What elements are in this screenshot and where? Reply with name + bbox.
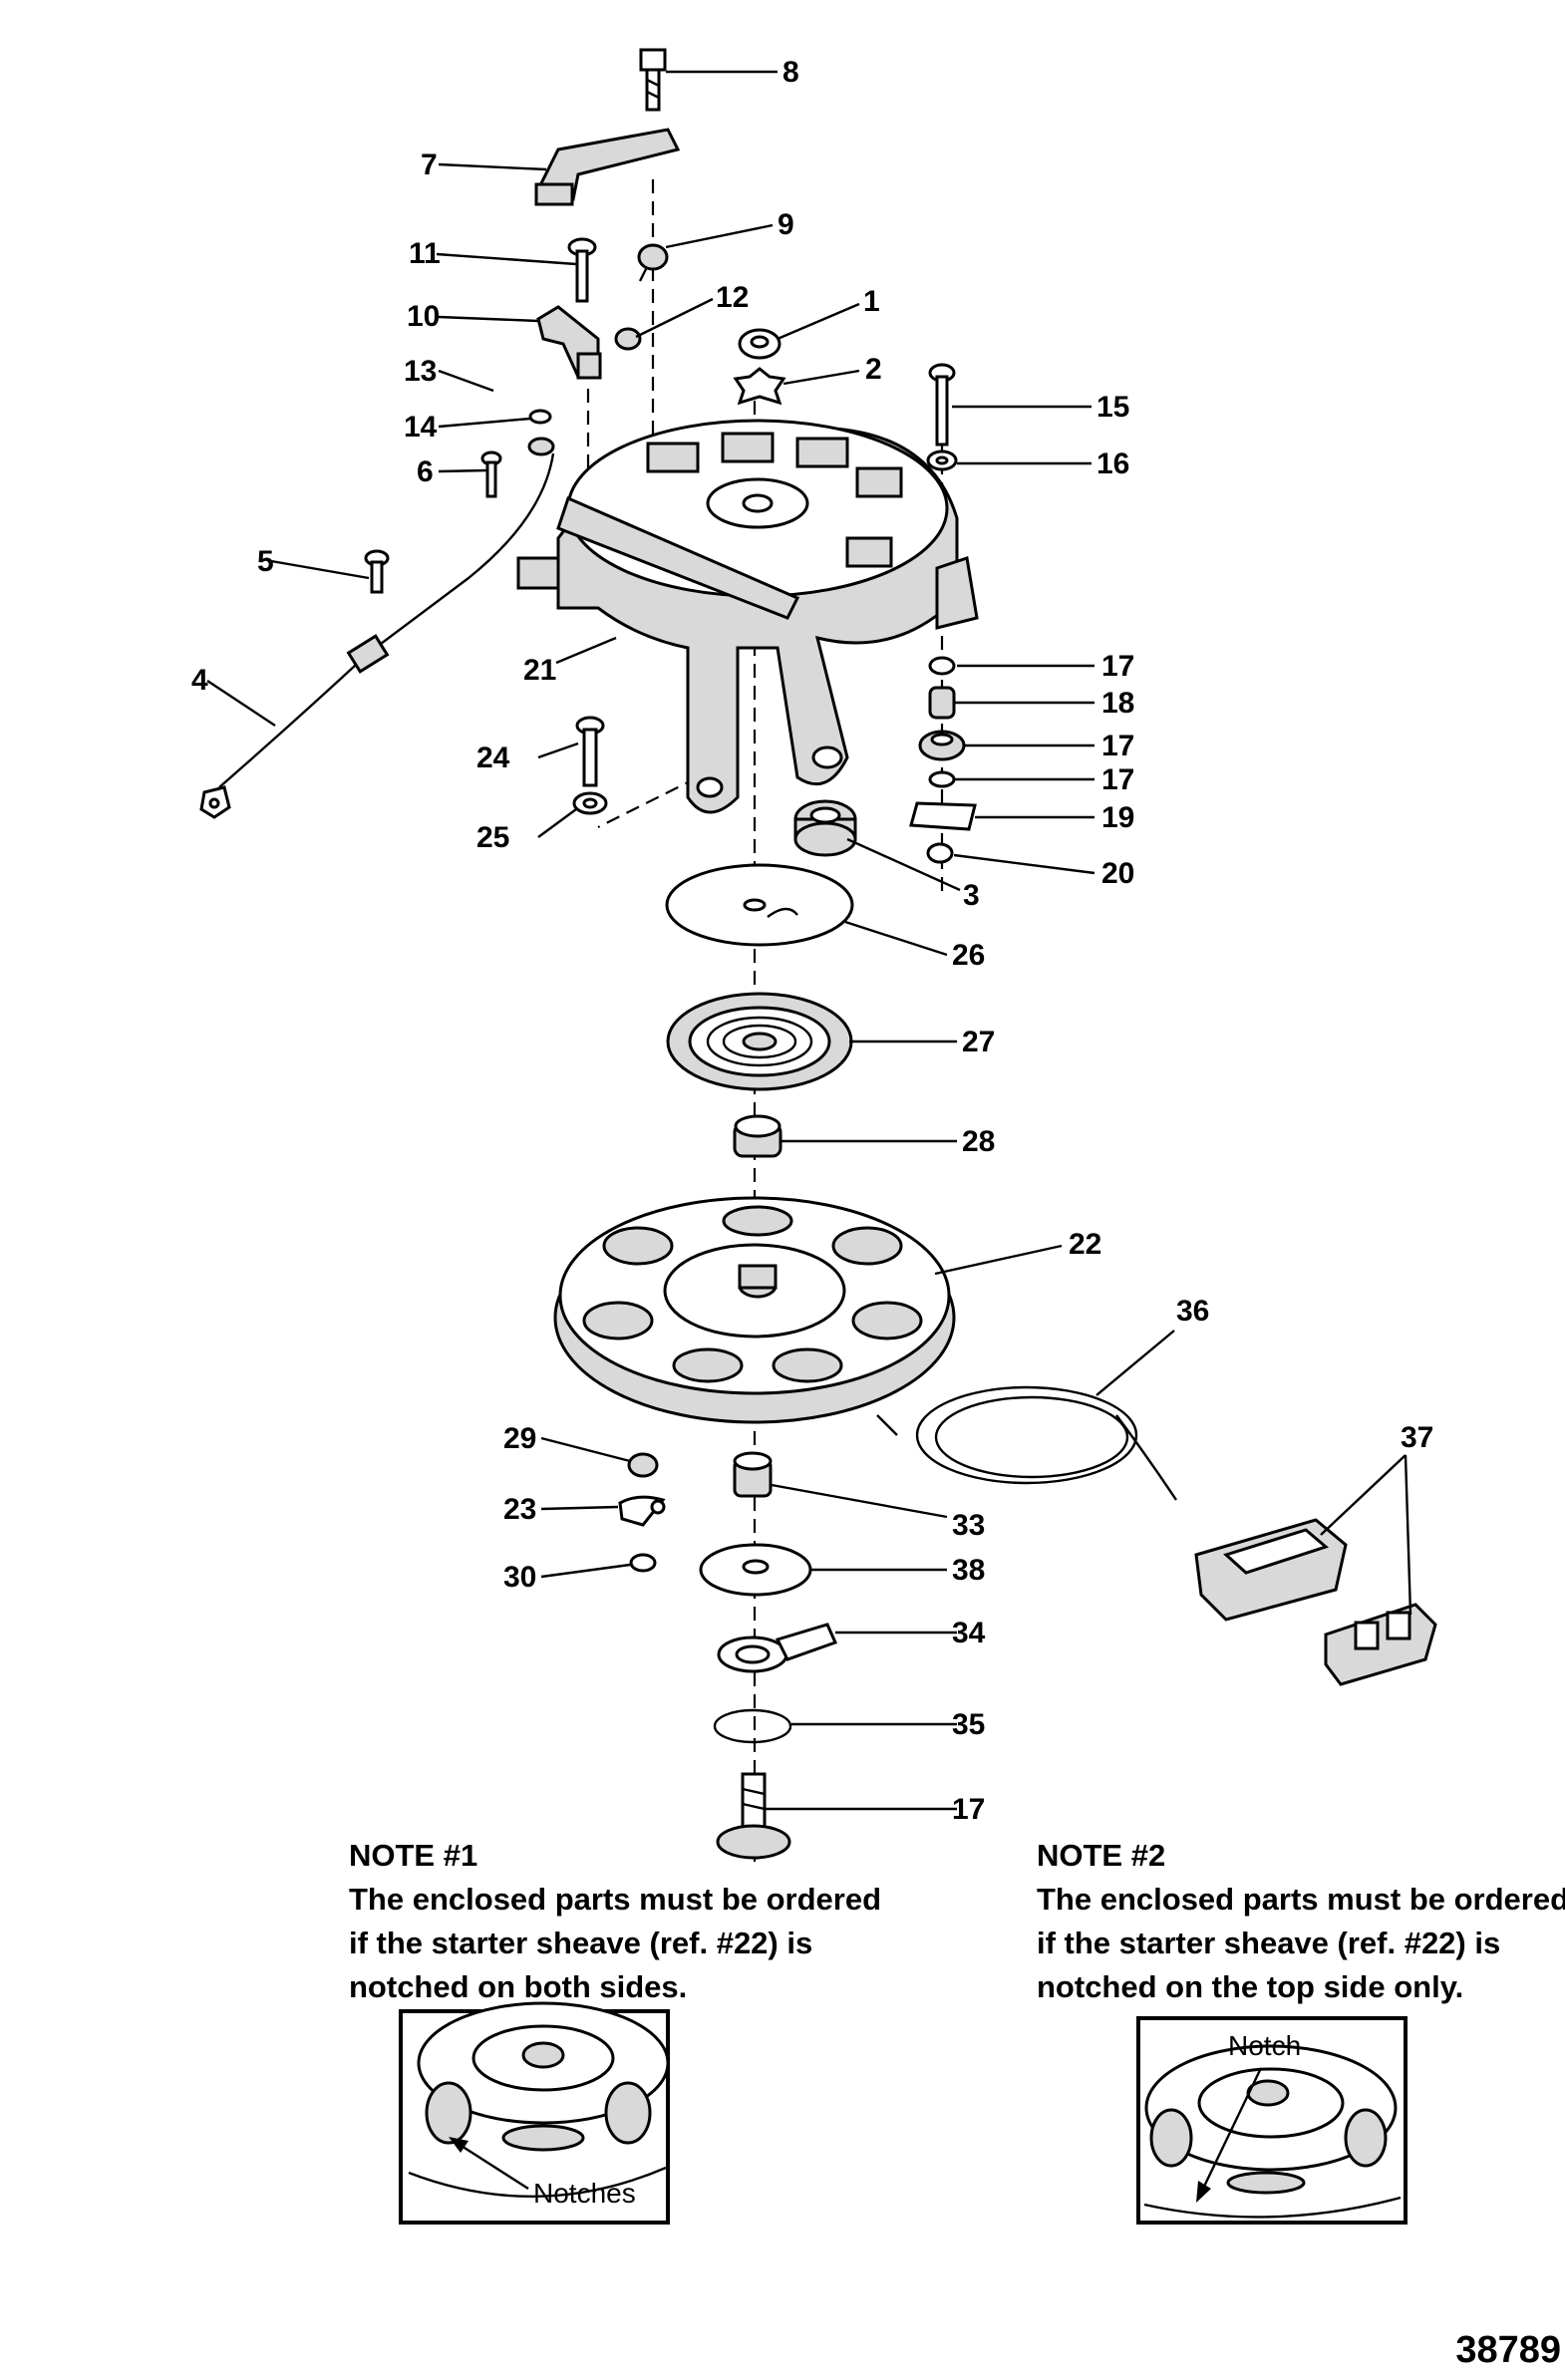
callout-1: 1 <box>863 285 880 318</box>
note2-title: NOTE #2 <box>1037 1838 1166 1873</box>
part-11-screw <box>567 237 597 303</box>
callout-36: 36 <box>1176 1295 1209 1328</box>
part-18-spacer <box>928 686 956 720</box>
part-2-lockwasher <box>733 367 786 406</box>
part-33-retainer <box>717 1623 838 1673</box>
part-27-recoil-spring <box>666 992 853 1091</box>
note2-line-3: notched on the top side only. <box>1037 1969 1464 2004</box>
part-26-plate <box>665 863 854 947</box>
part-13-washer <box>527 409 555 456</box>
part-7-lever <box>534 128 681 206</box>
part-23-pawl <box>618 1495 666 1527</box>
callout-2: 2 <box>865 353 882 386</box>
callout-22: 22 <box>1069 1228 1101 1261</box>
note2: NOTE #2 The enclosed parts must be order… <box>1037 1834 1565 2009</box>
callout-37: 37 <box>1401 1421 1433 1454</box>
part-34-clip <box>713 1708 792 1744</box>
part-8-bolt <box>639 48 667 112</box>
part-21-starter-housing <box>516 419 979 814</box>
part-1-nut <box>738 328 782 360</box>
part-5-screw <box>364 549 390 594</box>
note1-inset-image: Notches <box>399 2001 670 2225</box>
leader-lines <box>206 70 1412 1811</box>
callout-33: 34 <box>952 1617 986 1649</box>
part-29-spring <box>627 1452 659 1478</box>
note1-title: NOTE #1 <box>349 1838 478 1873</box>
part-3-grommet <box>793 799 857 857</box>
callout-16: 15 <box>1096 391 1129 424</box>
part-30-washer <box>629 1553 657 1573</box>
part-17-washer-low <box>928 770 956 788</box>
callout-7: 7 <box>421 149 438 181</box>
callout-18: 18 <box>1101 687 1134 720</box>
callout-10: 10 <box>407 300 440 333</box>
callout-8: 8 <box>782 56 799 89</box>
callout-14: 13 <box>404 355 437 388</box>
callout-6: 6 <box>417 455 434 488</box>
part-9-spring <box>637 243 669 282</box>
figure-number: 38789 <box>1455 2329 1561 2371</box>
part-17-washer-top <box>926 449 958 471</box>
part-15-grommet <box>918 730 966 761</box>
callout-28: 28 <box>962 1125 995 1158</box>
callout-30: 30 <box>503 1561 536 1594</box>
callout-4: 4 <box>191 664 208 697</box>
note2-line-1: The enclosed parts must be ordered <box>1037 1882 1565 1917</box>
callout-35: 17 <box>952 1793 985 1826</box>
part-10-pawl <box>536 305 602 380</box>
callout-17: 17 <box>1101 763 1134 796</box>
callout-11: 11 <box>409 237 441 270</box>
note2-inset-image: Notch <box>1136 2016 1408 2225</box>
callout-38: 38 <box>952 1554 985 1587</box>
note2-line-2: if the starter sheave (ref. #22) is <box>1037 1926 1501 1960</box>
part-17-washer-mid <box>928 656 956 676</box>
part-20-nut <box>926 842 954 864</box>
callout-24: 24 <box>476 742 510 774</box>
callout-15: 17 <box>1101 730 1134 762</box>
note1-line-1: The enclosed parts must be ordered <box>349 1882 882 1917</box>
callout-29: 29 <box>503 1422 536 1455</box>
part-16-bolt <box>928 363 956 446</box>
part-6-screw <box>480 450 502 498</box>
callout-27: 27 <box>962 1026 995 1058</box>
callout-3: 3 <box>963 879 980 912</box>
part-35-bolt <box>716 1772 791 1860</box>
callout-26: 26 <box>952 939 985 972</box>
part-37-starter-handle <box>1194 1518 1437 1686</box>
part-25-washer <box>572 791 608 815</box>
callout-numbers: 8 7 9 11 12 1 10 2 13 15 14 6 16 5 21 4 … <box>191 56 1433 1826</box>
callout-5: 5 <box>257 545 274 578</box>
callout-12: 12 <box>716 281 749 314</box>
callout-20: 20 <box>1101 857 1134 890</box>
note1-line-2: if the starter sheave (ref. #22) is <box>349 1926 813 1960</box>
part-31-bushing <box>733 1451 773 1498</box>
callout-17: 17 <box>1101 650 1134 683</box>
part-28-bushing <box>733 1114 782 1158</box>
note1-inset-label: Notches <box>533 2178 636 2209</box>
callout-31: 33 <box>952 1509 985 1542</box>
part-22-starter-sheave <box>553 1196 956 1424</box>
part-24-screw <box>575 716 605 787</box>
part-38-washer <box>699 1543 812 1597</box>
callout-13: 14 <box>404 411 438 444</box>
part-36-starter-rope <box>876 1385 1177 1501</box>
callout-21: 21 <box>523 654 556 687</box>
note1: NOTE #1 The enclosed parts must be order… <box>349 1834 881 2009</box>
callout-17: 16 <box>1096 447 1129 480</box>
part-4-ground-wire <box>199 452 555 819</box>
callout-34: 35 <box>952 1708 985 1741</box>
callout-23: 23 <box>503 1493 536 1526</box>
callout-25: 25 <box>476 821 509 854</box>
callout-19: 19 <box>1101 801 1134 834</box>
note2-inset-label: Notch <box>1228 2030 1301 2061</box>
part-19-plate <box>909 801 977 831</box>
note1-line-3: notched on both sides. <box>349 1969 688 2004</box>
part-12-spring <box>614 327 642 351</box>
callout-9: 9 <box>778 208 794 241</box>
